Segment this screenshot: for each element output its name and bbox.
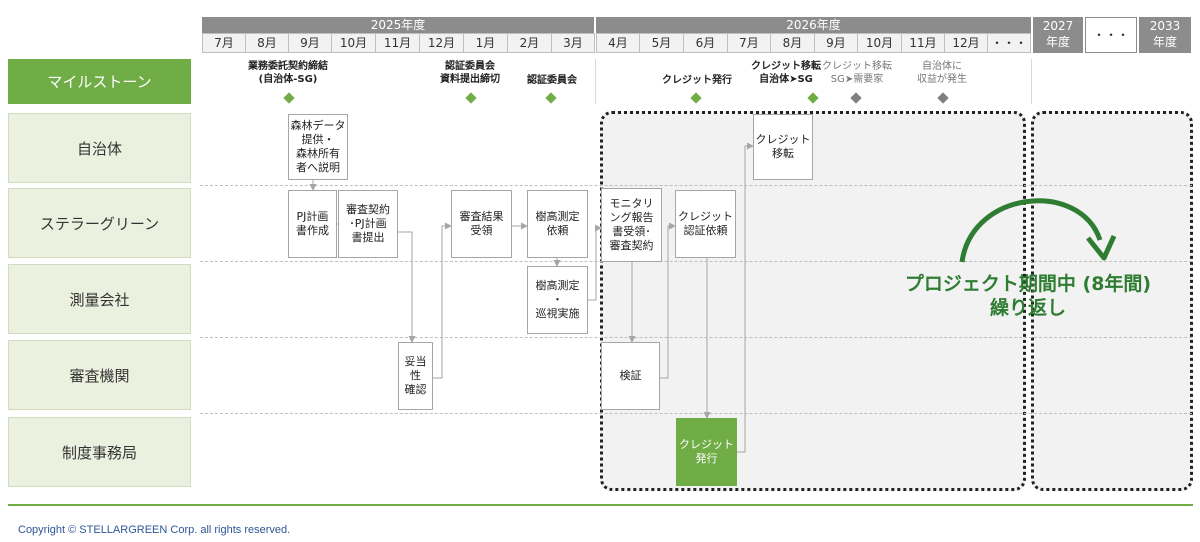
month-cell: 3月	[551, 33, 595, 53]
repeat-period-region-future	[1031, 111, 1193, 491]
repeat-period-text: プロジェクト期間中 (8年間) 繰り返し	[878, 272, 1178, 320]
month-cell: 11月	[375, 33, 420, 53]
task-tree-height-request: 樹高測定 依頼	[527, 190, 588, 258]
year-ellipsis: ・・・	[1085, 17, 1137, 53]
task-credit-certification-request: クレジット 認証依頼	[675, 190, 736, 258]
repeat-period-line2: 繰り返し	[989, 297, 1066, 319]
task-monitoring-report: モニタリ ング報告 書受領･ 審査契約	[601, 188, 662, 262]
milestone-revenue-label: 自治体に 収益が発生	[917, 61, 967, 85]
month-cell: 10月	[857, 33, 902, 53]
task-tree-height-measurement: 樹高測定 ・ 巡視実施	[527, 266, 588, 334]
row-label-milestone: マイルストーン	[8, 59, 191, 104]
connector-issue-to-transfer	[737, 142, 754, 453]
copyright-text: Copyright © STELLARGREEN Corp. all right…	[18, 524, 291, 536]
milestone-submission-deadline-label: 認証委員会 資料提出締切	[440, 61, 500, 85]
milestone-area-separator	[1031, 59, 1032, 104]
row-separator	[200, 337, 1192, 338]
milestone-committee-label: 認証委員会	[527, 75, 577, 86]
month-cell: 7月	[202, 33, 246, 53]
year-header-2025: 2025年度	[202, 17, 594, 33]
row-label-secretariat: 制度事務局	[8, 417, 191, 487]
connector-contract-to-adequacy	[398, 231, 416, 343]
connector-measure-to-monitoring	[588, 224, 602, 301]
task-review-contract-submission: 審査契約 ･PJ計画 書提出	[338, 190, 398, 258]
footer-divider	[8, 504, 1193, 506]
row-separator	[200, 413, 1192, 414]
month-cell-more: ・・・	[987, 33, 1031, 53]
month-cell: 4月	[596, 33, 640, 53]
task-verification: 検証	[601, 342, 660, 410]
year-box-2033: 2033 年度	[1139, 17, 1191, 53]
task-pj-plan-creation: PJ計画 書作成	[288, 190, 337, 258]
repeat-arc-arrow	[959, 198, 1103, 263]
milestone-transfer-to-sg-label: クレジット移転 自治体➤SG	[751, 61, 821, 85]
row-separator	[200, 185, 1192, 186]
connector-adequacy-to-result	[433, 222, 452, 379]
month-cell: 6月	[683, 33, 728, 53]
milestone-contract-label: 業務委託契約締結 (自治体-SG)	[248, 61, 328, 85]
connector-verify-to-credit-request	[660, 222, 676, 379]
year-header-2026: 2026年度	[596, 17, 1031, 33]
row-label-municipality: 自治体	[8, 113, 191, 183]
month-cell: 12月	[944, 33, 988, 53]
repeat-arrowhead	[1086, 234, 1117, 261]
task-adequacy-check: 妥当 性 確認	[398, 342, 433, 410]
row-label-stellargreen: ステラーグリーン	[8, 188, 191, 258]
month-cell: 5月	[639, 33, 684, 53]
month-cell: 1月	[463, 33, 508, 53]
month-cell: 9月	[814, 33, 858, 53]
row-label-survey-company: 測量会社	[8, 264, 191, 334]
task-forest-data-explanation: 森林データ 提供・ 森林所有 者へ説明	[288, 114, 348, 180]
repeat-period-line1: プロジェクト期間中 (8年間)	[904, 273, 1152, 295]
repeat-period-region	[600, 111, 1026, 491]
month-cell: 10月	[331, 33, 376, 53]
milestone-area-separator	[595, 59, 596, 104]
month-cell: 11月	[901, 33, 945, 53]
milestone-transfer-to-buyer-label: クレジット移転 SG➤需要家	[822, 61, 892, 85]
task-review-result-received: 審査結果 受領	[451, 190, 512, 258]
milestone-credit-issue-label: クレジット発行	[662, 75, 732, 86]
year-box-2027: 2027 年度	[1033, 17, 1083, 53]
task-credit-transfer: クレジット 移転	[753, 114, 813, 180]
month-cell: 8月	[245, 33, 289, 53]
row-label-verification-body: 審査機関	[8, 340, 191, 410]
task-credit-issuance: クレジット 発行	[676, 418, 737, 486]
month-cell: 12月	[419, 33, 464, 53]
row-separator	[200, 261, 1192, 262]
month-cell: 9月	[288, 33, 332, 53]
